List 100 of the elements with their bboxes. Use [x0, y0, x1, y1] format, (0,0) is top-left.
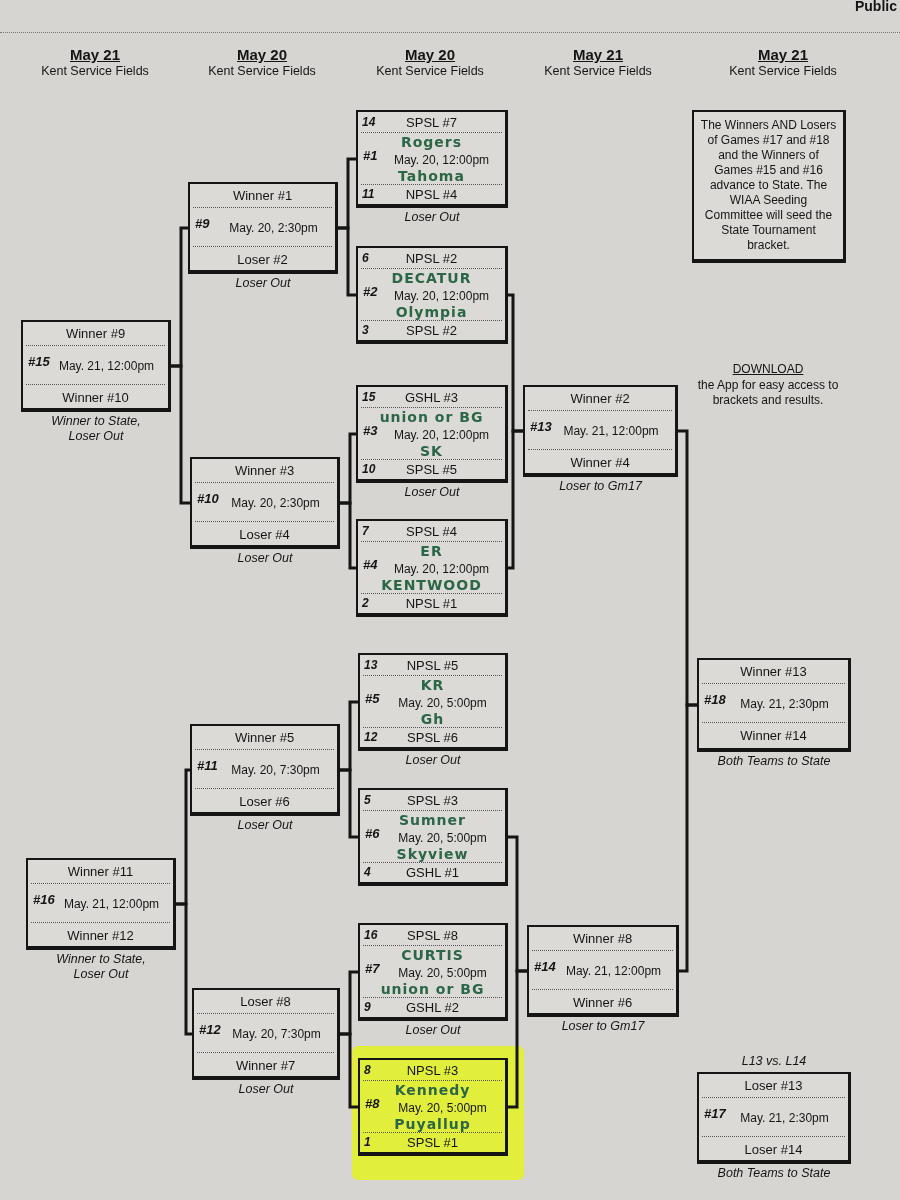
handwritten-team-name: KENTWOOD [381, 577, 482, 593]
game-note: Winner to State, Loser Out [55, 952, 147, 982]
game-number: #6 [365, 825, 380, 842]
team-slot: Winner #9 [65, 326, 126, 341]
game-number: #14 [534, 958, 556, 976]
game-time: May. 21, 2:30pm [740, 1111, 829, 1125]
team-slot: Loser #6 [239, 794, 290, 809]
team-slot: Winner #5 [234, 730, 295, 745]
game-time: May. 21, 12:00pm [565, 964, 662, 978]
team-slot: Loser #2 [237, 252, 288, 267]
team-slot: Winner #4 [570, 455, 630, 470]
handwritten-team-name: KR [420, 677, 445, 693]
team-slot: GSHL #3 [405, 390, 458, 405]
game-box [523, 385, 678, 477]
seed-number: 15 [362, 389, 376, 406]
bracket-line [679, 703, 697, 973]
game-time: May. 20, 12:00pm [393, 289, 490, 303]
team-slot: GSHL #1 [406, 865, 459, 880]
team-slot: SPSL #2 [406, 323, 457, 338]
game-time: May. 21, 12:00pm [63, 897, 160, 911]
game-box [697, 658, 851, 752]
game-box [190, 457, 340, 549]
team-slot: NPSL #3 [406, 1063, 459, 1078]
team-slot: Winner #14 [740, 728, 807, 743]
team-slot: SPSL #3 [407, 793, 458, 808]
handwritten-team-name: DECATUR [391, 270, 472, 286]
column-date-heading: May 21 [573, 46, 623, 63]
game-number: #16 [33, 891, 55, 909]
seed-number: 7 [362, 523, 369, 540]
handwritten-team-name: SK [420, 443, 443, 459]
handwritten-team-name: Sumner [399, 812, 466, 828]
game-note: Loser Out [404, 210, 460, 225]
game-time: May. 20, 7:30pm [232, 1027, 321, 1041]
seed-number: 4 [364, 864, 371, 881]
bracket-line [340, 768, 358, 839]
game-time: May. 21, 12:00pm [58, 359, 155, 373]
game-note: Loser Out [237, 818, 293, 833]
promo-text: the App for easy access to brackets and results. [696, 378, 840, 408]
game-box [358, 1058, 508, 1156]
handwritten-team-name: Kennedy [394, 1082, 471, 1098]
game-number: #8 [365, 1095, 380, 1112]
game-time: May. 21, 12:00pm [563, 424, 659, 438]
team-slot: NPSL #2 [405, 251, 458, 266]
game-number: #9 [195, 215, 210, 233]
game-box [190, 724, 340, 816]
team-slot: Winner #3 [234, 463, 295, 478]
team-slot: NPSL #5 [406, 658, 459, 673]
game-number: #18 [704, 691, 726, 709]
game-number: #15 [28, 353, 50, 371]
game-number: #10 [197, 490, 219, 508]
game-note: Loser to Gm17 [559, 479, 642, 494]
seed-number: 9 [364, 999, 371, 1016]
game-time: May. 20, 12:00pm [393, 428, 490, 442]
game-number: #11 [197, 757, 218, 775]
note-box [692, 110, 846, 263]
game-number: #17 [704, 1105, 726, 1123]
handwritten-team-name: union or BG [379, 409, 484, 425]
handwritten-team-name: CURTIS [401, 947, 464, 963]
game-number: #5 [365, 690, 380, 707]
game-box [192, 988, 340, 1080]
handwritten-team-name: ER [420, 543, 443, 559]
team-slot: Winner #2 [570, 391, 630, 406]
seed-number: 1 [364, 1134, 371, 1151]
team-slot: Winner #13 [740, 664, 807, 679]
game-number: #13 [530, 418, 552, 436]
bracket-line [508, 969, 527, 1109]
game-box [21, 320, 171, 412]
game-time: May. 20, 5:00pm [398, 966, 487, 980]
seed-number: 16 [364, 927, 378, 944]
game-box [697, 1072, 851, 1164]
game-note: Loser to Gm17 [561, 1019, 645, 1034]
note-text: The Winners AND Losers of Games #17 and #18 and the Winners of Games #15 and #16 advance to State. The WIAA Seeding Committee will seed the State Tournament bracket. [700, 118, 837, 253]
game-time: May. 21, 2:30pm [740, 697, 829, 711]
team-slot: GSHL #2 [406, 1000, 459, 1015]
game-box [358, 653, 508, 751]
game-time: May. 20, 5:00pm [398, 831, 487, 845]
handwritten-team-name: Olympia [395, 304, 468, 320]
game-note: Loser Out [404, 485, 460, 500]
venue-label: Kent Service Fields [208, 64, 316, 78]
seed-number: 6 [362, 250, 369, 267]
game-box [26, 858, 176, 950]
bracket-line [176, 902, 192, 1036]
team-slot: Winner #11 [67, 864, 134, 879]
game-box [527, 925, 679, 1017]
team-slot: SPSL #7 [406, 115, 457, 130]
team-slot: Loser #8 [240, 994, 291, 1009]
game-note: Both Teams to State [717, 1166, 831, 1181]
venue-label: Kent Service Fields [544, 64, 652, 78]
header-text: Public [855, 0, 897, 14]
bracket-line [338, 226, 356, 297]
game-number: #4 [363, 556, 378, 573]
column-date-heading: May 20 [237, 46, 287, 63]
game-box [356, 246, 508, 344]
game-number: #12 [199, 1021, 221, 1039]
game-time: May. 20, 12:00pm [393, 153, 490, 167]
team-slot: Winner #12 [67, 928, 134, 943]
game-box [358, 923, 508, 1021]
game-box [356, 385, 508, 483]
team-slot: SPSL #1 [407, 1135, 458, 1150]
team-slot: Winner #7 [235, 1058, 296, 1073]
